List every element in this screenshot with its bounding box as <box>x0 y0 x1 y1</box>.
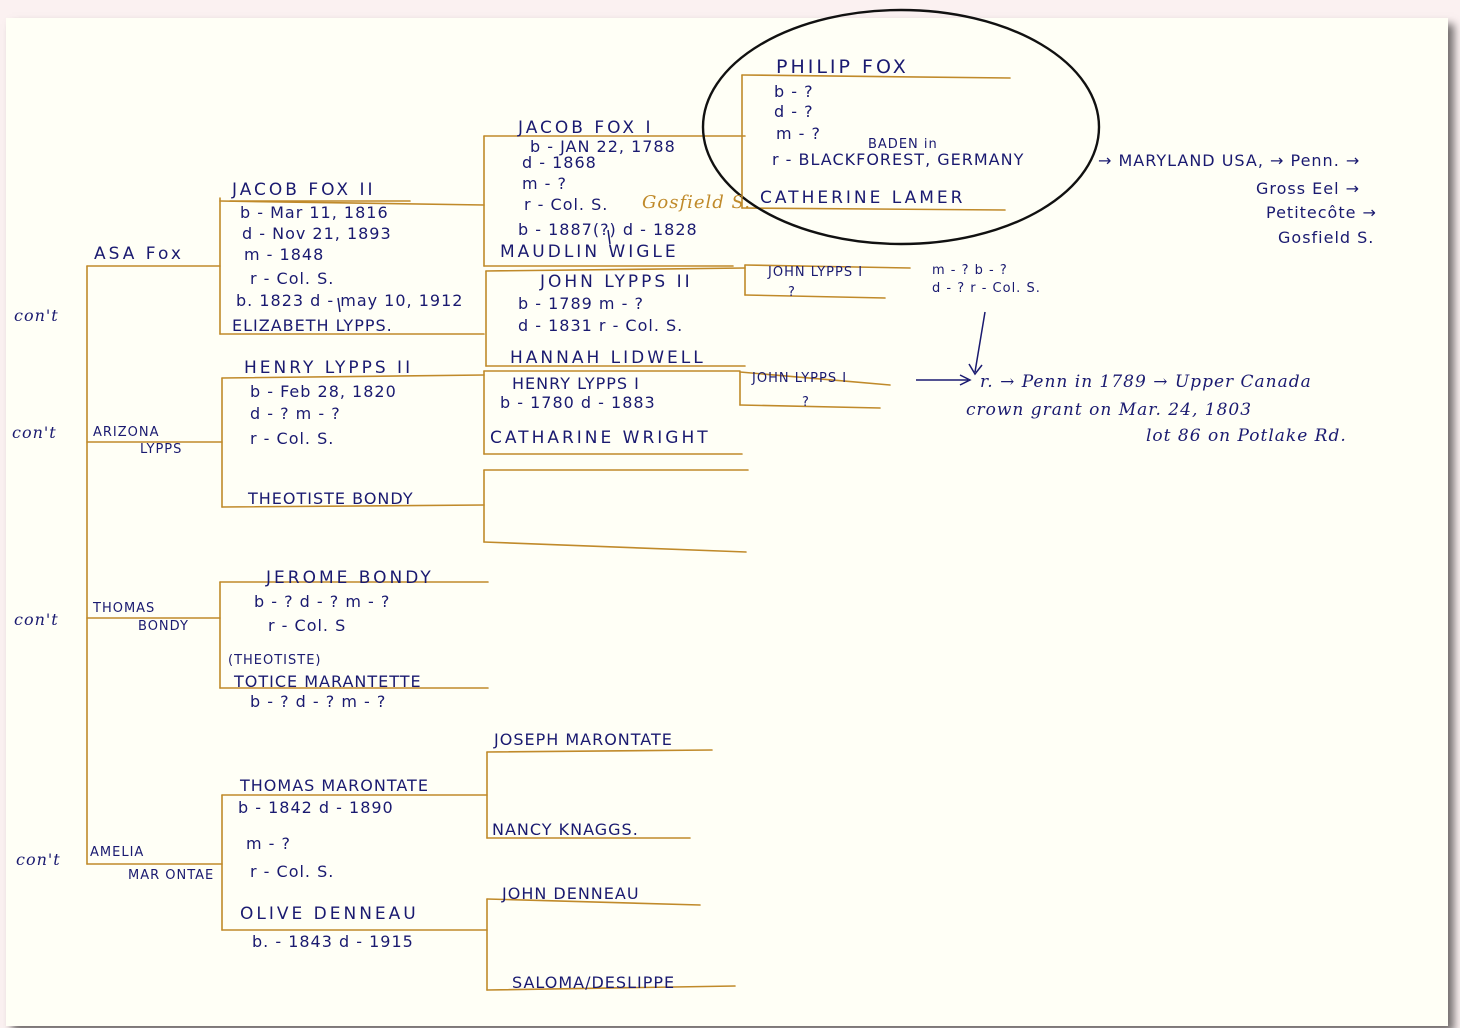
jacob-i-died: d - 1868 <box>522 153 597 172</box>
maudlin-dates: b - 1887(?) d - 1828 <box>518 220 698 239</box>
person-nancy-knaggs: NANCY KNAGGS. <box>492 820 639 839</box>
person-arizona-lypps-last: LYPPS <box>140 442 183 457</box>
continuation-mark: con't <box>14 610 59 629</box>
person-thomas-bondy-last: BONDY <box>138 619 189 634</box>
elizabeth-dates: b. 1823 d - may 10, 1912 <box>236 291 464 310</box>
thomas-m-residence: r - Col. S. <box>250 862 335 881</box>
philip-born: b - ? <box>774 82 814 101</box>
person-olive-denneau: OLIVE DENNEAU <box>240 904 419 924</box>
person-thomas-marontate: THOMAS MARONTATE <box>240 776 429 795</box>
person-catharine-wright: CATHARINE WRIGHT <box>490 428 711 448</box>
henry-ii-residence: r - Col. S. <box>250 429 335 448</box>
jerome-dates: b - ? d - ? m - ? <box>254 592 391 611</box>
henry-ii-died-married: d - ? m - ? <box>250 404 341 423</box>
person-henry-lypps-ii: HENRY LYPPS II <box>244 358 414 378</box>
jacob-i-married: m - ? <box>522 174 568 193</box>
person-jacob-fox-i: JACOB FOX I <box>518 118 654 138</box>
continuation-mark: con't <box>16 850 61 869</box>
john-ii-born-married: b - 1789 m - ? <box>518 294 644 313</box>
continuation-mark: con't <box>14 306 59 325</box>
john-lypps-i-bottom-spouse: ? <box>802 395 810 410</box>
penn-note-line-2: crown grant on Mar. 24, 1803 <box>966 400 1253 420</box>
jacob-ii-married: m - 1848 <box>244 245 325 264</box>
person-jacob-fox-ii: JACOB FOX II <box>232 180 376 200</box>
thomas-m-dates: b - 1842 d - 1890 <box>238 798 394 817</box>
person-thomas-bondy-first: THOMAS <box>93 601 156 616</box>
person-philip-fox: PHILIP FOX <box>776 56 909 78</box>
henry-i-dates: b - 1780 d - 1883 <box>500 393 656 412</box>
jacob-ii-born: b - Mar 11, 1816 <box>240 203 389 222</box>
person-theotiste-bondy: THEOTISTE BONDY <box>248 489 414 508</box>
jacob-ii-residence: r - Col. S. <box>250 269 335 288</box>
person-saloma-deslippe: SALOMA/DESLIPPE <box>512 973 676 992</box>
migration-line-1: → MARYLAND USA, → Penn. → <box>1098 151 1361 170</box>
person-john-lypps-ii: JOHN LYPPS II <box>540 272 693 292</box>
philip-residence: r - BLACKFOREST, GERMANY <box>772 150 1025 169</box>
person-joseph-marontate: JOSEPH MARONTATE <box>494 730 673 749</box>
totice-dates: b - ? d - ? m - ? <box>250 692 387 711</box>
jacob-i-residence: r - Col. S. <box>524 195 609 214</box>
person-john-lypps-i-bottom: JOHN LYPPS I <box>752 371 848 386</box>
person-amelia-marontae-last: MAR ONTAE <box>128 868 215 883</box>
person-arizona-lypps-first: ARIZONA <box>93 425 160 440</box>
migration-line-4: Gosfield S. <box>1278 228 1375 247</box>
philip-married: m - ? <box>776 124 822 143</box>
pedigree-sheet <box>6 18 1448 1026</box>
totice-note: (THEOTISTE) <box>228 653 322 668</box>
person-elizabeth-lypps: ELIZABETH LYPPS. <box>232 316 393 335</box>
person-john-denneau: JOHN DENNEAU <box>502 884 640 903</box>
person-totice-marantette: TOTICE MARANTETTE <box>234 672 422 691</box>
person-amelia-marontae-first: AMELIA <box>90 845 145 860</box>
john-ii-died-residence: d - 1831 r - Col. S. <box>518 316 684 335</box>
continuation-mark: con't <box>12 423 57 442</box>
migration-line-2: Gross Eel → <box>1256 179 1361 198</box>
john-lypps-i-info-1: m - ? b - ? <box>932 263 1008 278</box>
penn-note-line-1: r. → Penn in 1789 → Upper Canada <box>980 372 1312 392</box>
jerome-residence: r - Col. S <box>268 616 347 635</box>
person-asa-fox: ASA Fox <box>94 244 184 264</box>
philip-died: d - ? <box>774 102 814 121</box>
penn-note-line-3: lot 86 on Potlake Rd. <box>1146 426 1347 446</box>
john-lypps-i-top-spouse: ? <box>788 285 796 300</box>
person-maudlin-wigle: MAUDLIN WIGLE <box>500 242 679 262</box>
jacob-i-residence-pen: Gosfield S. <box>642 192 751 213</box>
jacob-ii-died: d - Nov 21, 1893 <box>242 224 392 243</box>
philip-baden: BADEN in <box>868 137 938 152</box>
migration-line-3: Petitecôte → <box>1266 203 1377 222</box>
person-john-lypps-i-top: JOHN LYPPS I <box>768 265 864 280</box>
jacob-i-born: b - JAN 22, 1788 <box>530 137 676 156</box>
person-hannah-lidwell: HANNAH LIDWELL <box>510 348 706 368</box>
john-lypps-i-info-2: d - ? r - Col. S. <box>932 281 1041 296</box>
person-jerome-bondy: JEROME BONDY <box>266 568 434 588</box>
henry-ii-born: b - Feb 28, 1820 <box>250 382 397 401</box>
person-catherine-lamer: CATHERINE LAMER <box>760 188 966 208</box>
person-henry-lypps-i: HENRY LYPPS I <box>512 374 640 393</box>
olive-dates: b. - 1843 d - 1915 <box>252 932 414 951</box>
thomas-m-married: m - ? <box>246 834 292 853</box>
